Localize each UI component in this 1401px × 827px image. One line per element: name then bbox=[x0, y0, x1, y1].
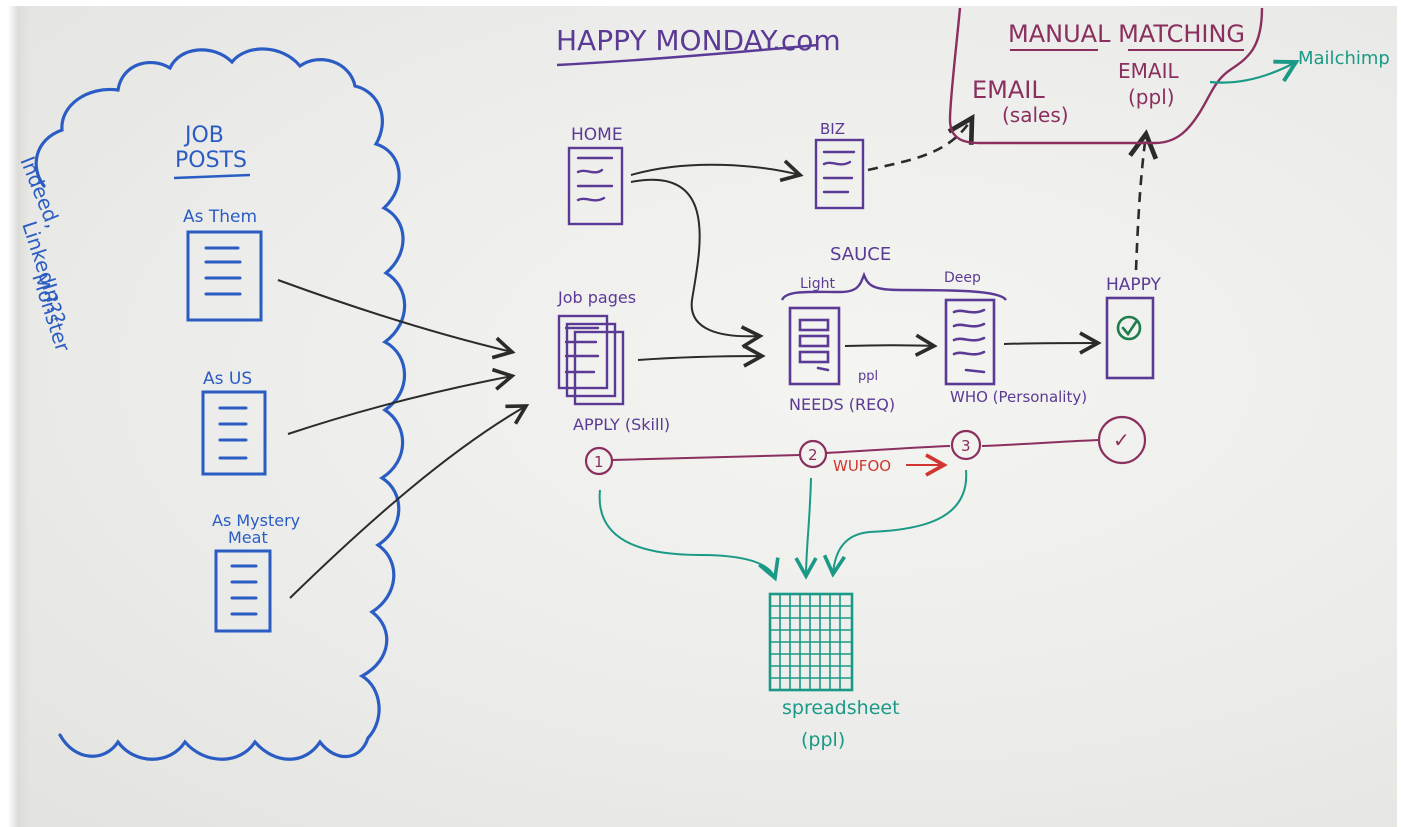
needs-ppl-label: ppl bbox=[858, 369, 878, 384]
email-sales-label: EMAIL bbox=[972, 76, 1045, 104]
manual-matching-title: MANUAL MATCHING bbox=[1008, 20, 1245, 48]
job-posts-underline bbox=[173, 173, 251, 180]
job-posts-heading-line1: JOB bbox=[183, 123, 224, 148]
email-ppl-label: EMAIL bbox=[1118, 59, 1179, 83]
post-as-them-doc-icon bbox=[186, 230, 263, 322]
sauce-label: SAUCE bbox=[830, 244, 891, 265]
board-top-edge bbox=[0, 0, 1401, 6]
step-1-circle: 1 bbox=[584, 446, 614, 476]
post-as-us-doc-icon bbox=[201, 390, 267, 476]
home-page-doc-icon bbox=[567, 146, 624, 226]
manual-matching-box bbox=[948, 7, 1264, 145]
step-2-circle: 2 bbox=[798, 439, 828, 469]
happy-page-doc-icon bbox=[1105, 296, 1155, 380]
arrow-to-mailchimp bbox=[1209, 59, 1300, 84]
arrow-step-3-to-spreadsheet bbox=[822, 469, 968, 578]
board-left-edge bbox=[0, 0, 30, 827]
step-2-label: 2 bbox=[808, 446, 818, 464]
post-as-mystery-label: As Mystery bbox=[212, 511, 300, 530]
job-posts-heading-line2: POSTS bbox=[175, 148, 247, 173]
post-meat-label: Meat bbox=[228, 528, 268, 547]
post-as-mystery-meat-doc-icon bbox=[214, 549, 272, 633]
post-as-them-label: As Them bbox=[183, 207, 257, 227]
sauce-light-label: Light bbox=[800, 276, 835, 292]
spreadsheet-label: spreadsheet bbox=[782, 697, 900, 719]
arrow-as-us-to-job-pages bbox=[287, 367, 516, 435]
email-ppl-sub-label: (ppl) bbox=[1128, 85, 1175, 109]
who-personality-label: WHO (Personality) bbox=[950, 388, 1087, 406]
post-as-us-label: As US bbox=[203, 369, 252, 389]
step-3-circle: 3 bbox=[950, 429, 982, 461]
step-1-label: 1 bbox=[594, 453, 604, 471]
site-title: HAPPY MONDAY.com bbox=[556, 24, 841, 57]
job-pages-label: Job pages bbox=[557, 288, 636, 307]
site-title-underline bbox=[556, 43, 819, 67]
apply-skill-label: APPLY (Skill) bbox=[573, 415, 670, 434]
arrow-who-to-happy bbox=[1003, 331, 1102, 355]
arrow-home-to-biz bbox=[630, 159, 804, 183]
step-complete-checkmark: ✓ bbox=[1113, 428, 1130, 452]
steps-progress-line bbox=[611, 439, 1101, 461]
biz-label: BIZ bbox=[820, 120, 845, 138]
happy-label: HAPPY bbox=[1106, 275, 1162, 295]
happy-checkmark-icon bbox=[1116, 315, 1142, 341]
arrow-mystery-to-job-pages bbox=[289, 404, 530, 599]
arrow-job-pages-to-needs bbox=[637, 344, 766, 368]
needs-req-label: NEEDS (REQ) bbox=[789, 395, 895, 414]
job-pages-stack-icon bbox=[557, 314, 625, 406]
arrow-home-to-needs bbox=[630, 178, 764, 349]
arrow-needs-to-who bbox=[844, 333, 938, 357]
sauce-deep-label: Deep bbox=[944, 270, 981, 286]
wufoo-label: WUFOO bbox=[833, 457, 891, 475]
biz-page-doc-icon bbox=[814, 138, 865, 210]
sauce-bracket bbox=[780, 271, 1008, 301]
arrow-as-them-to-job-pages bbox=[277, 279, 516, 360]
who-page-doc-icon bbox=[944, 298, 996, 386]
arrow-step-1-to-spreadsheet bbox=[598, 489, 780, 582]
step-3-label: 3 bbox=[961, 437, 971, 455]
home-label: HOME bbox=[571, 125, 623, 145]
board-right-edge bbox=[1397, 0, 1401, 827]
dashed-arrow-happy-to-email-ppl bbox=[1128, 129, 1159, 271]
spreadsheet-ppl-label: (ppl) bbox=[801, 729, 845, 751]
needs-page-doc-icon bbox=[788, 306, 841, 386]
dashed-arrow-biz-to-email-sales bbox=[867, 113, 975, 172]
mailchimp-label: Mailchimp bbox=[1298, 48, 1390, 69]
arrow-step-2-to-spreadsheet bbox=[794, 477, 818, 580]
job-posts-cloud bbox=[34, 47, 407, 761]
step-complete-circle: ✓ bbox=[1097, 415, 1147, 465]
email-sales-sub-label: (sales) bbox=[1002, 103, 1069, 127]
spreadsheet-grid-icon bbox=[768, 592, 854, 692]
